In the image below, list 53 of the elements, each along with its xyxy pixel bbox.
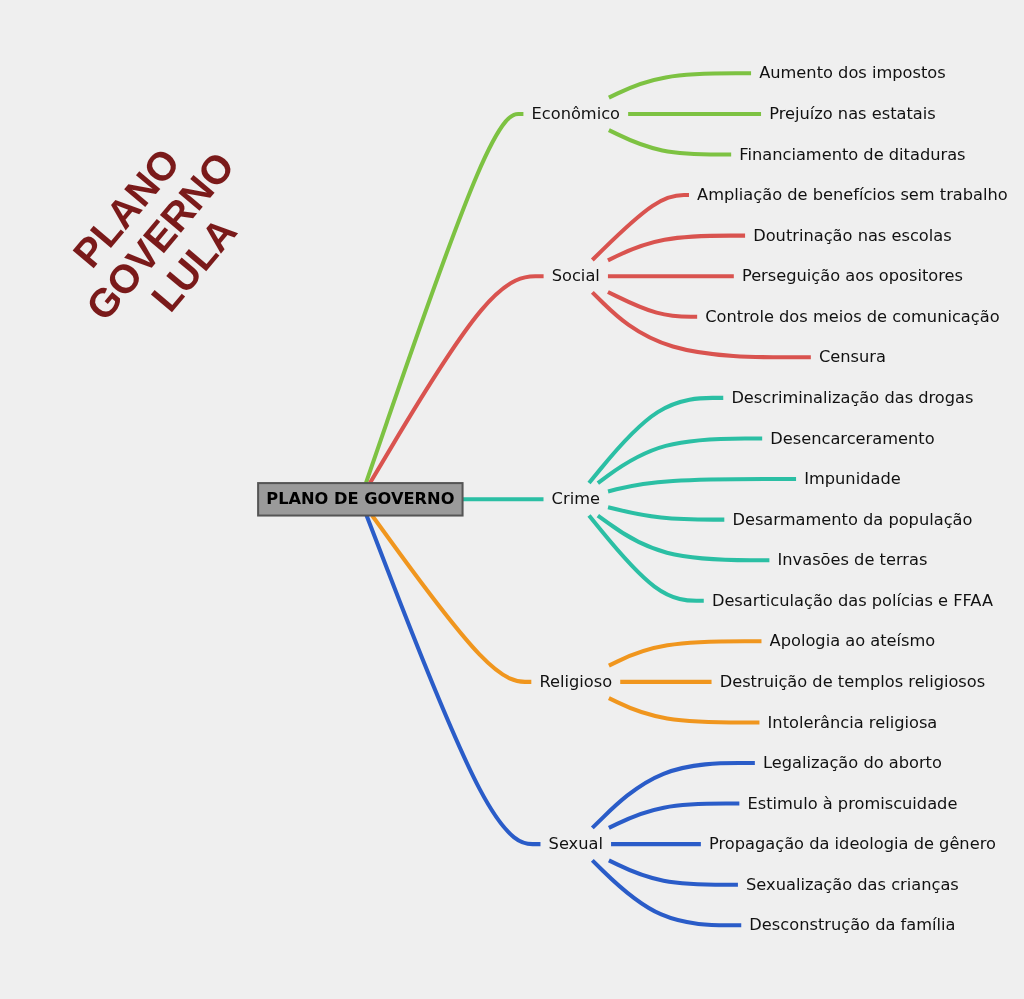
- node-text: Desencarceramento: [770, 428, 935, 448]
- node-text: Doutrinação nas escolas: [753, 225, 952, 245]
- node-text: Desarticulação das polícias e FFAA: [711, 590, 993, 611]
- node-text: Sexual: [548, 834, 603, 854]
- connector: [596, 436, 763, 485]
- connector: [608, 128, 732, 157]
- connector: [607, 505, 725, 522]
- connector: [628, 112, 762, 117]
- node-text: Ampliação de benefícios sem trabalho: [697, 185, 1008, 205]
- connector: [608, 858, 738, 887]
- node-text: Destruição de templos religiosos: [719, 671, 986, 692]
- node-text: Crime: [551, 489, 600, 509]
- node-text: Descriminalização das drogas: [731, 387, 974, 408]
- node-text: Controle dos meios de comunicação: [705, 306, 1000, 327]
- node-text: Censura: [818, 347, 886, 367]
- node-text: Desconstrução da família: [749, 915, 956, 935]
- node-text: Estimulo à promiscuidade: [747, 793, 958, 813]
- node-text: Legalização do aborto: [762, 753, 942, 773]
- node-text: Financiamento de ditaduras: [739, 144, 966, 164]
- node-text: Intolerância religiosa: [767, 712, 938, 732]
- node-text: Perseguição aos opositores: [741, 266, 963, 286]
- node-text: Apologia ao ateísmo: [769, 631, 936, 651]
- node-text: Econômico: [531, 103, 621, 124]
- node-text: Aumento dos impostos: [759, 63, 946, 83]
- node-text: Sexualização das crianças: [746, 874, 959, 895]
- connector: [608, 696, 760, 725]
- connector: [590, 859, 742, 928]
- connector: [607, 477, 797, 494]
- connector: [608, 801, 740, 830]
- connector: [608, 639, 762, 668]
- connector: [620, 680, 712, 685]
- node-text: Social: [551, 266, 600, 286]
- node-text: Religioso: [539, 671, 613, 692]
- node-text: Propagação da ideologia de gênero: [708, 834, 996, 854]
- connector: [596, 514, 770, 563]
- connector: [607, 233, 746, 263]
- connector: [608, 71, 752, 100]
- connector: [590, 193, 689, 262]
- connector: [364, 515, 541, 847]
- connector: [587, 396, 724, 485]
- connector: [607, 290, 698, 319]
- connector: [590, 761, 755, 830]
- connector: [607, 274, 734, 279]
- connector: [590, 291, 811, 360]
- node-box: PLANO DE GOVERNO: [257, 482, 464, 517]
- node-text: Prejuízo nas estatais: [769, 103, 936, 124]
- connector: [364, 112, 524, 484]
- node-text: Invasões de terras: [777, 550, 928, 570]
- connector: [587, 514, 704, 603]
- connector: [611, 842, 701, 847]
- node-text: Impunidade: [804, 469, 901, 489]
- node-text: Desarmamento da população: [732, 509, 973, 529]
- connector: [462, 497, 544, 502]
